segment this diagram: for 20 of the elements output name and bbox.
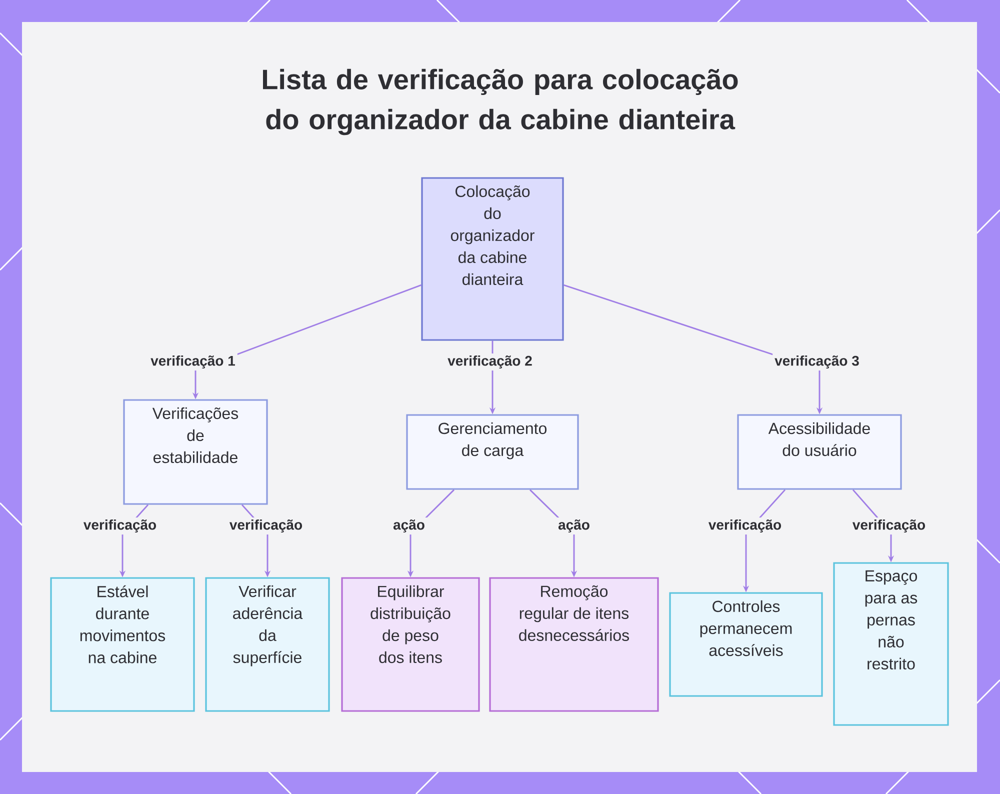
edge-label: ação: [556, 518, 592, 534]
item-box: Equilibrar distribuição de peso dos itens: [341, 577, 480, 712]
edge-label: ação: [391, 518, 427, 534]
item-box: Controles permanecem acessíveis: [669, 592, 823, 697]
edge-label: verificação: [706, 517, 784, 535]
edge-label: verificação 1: [148, 353, 238, 371]
category-box: Gerenciamento de carga: [406, 414, 579, 490]
topic-box: Colocação do organizador da cabine dianteira: [421, 177, 564, 341]
title: Lista de verificação para colocação do organizador da cabine dianteira: [263, 68, 738, 136]
item-box: Verificar aderência da superfície: [205, 577, 330, 712]
category-box: Verificações de estabilidade: [123, 399, 268, 505]
category-box: Acessibilidade do usuário: [737, 414, 902, 490]
edge-label: verificação: [227, 517, 305, 535]
edge-label: verificação 2: [446, 353, 534, 371]
item-box: Espaço para as pernas não restrito: [833, 562, 949, 726]
edge-label: verificação: [81, 517, 159, 535]
edge-label: verificação 3: [772, 353, 862, 371]
item-box: Estável durante movimentos na cabine: [50, 577, 195, 712]
edge-label: verificação: [850, 517, 928, 535]
item-box: Remoção regular de itens desnecessários: [489, 577, 659, 712]
